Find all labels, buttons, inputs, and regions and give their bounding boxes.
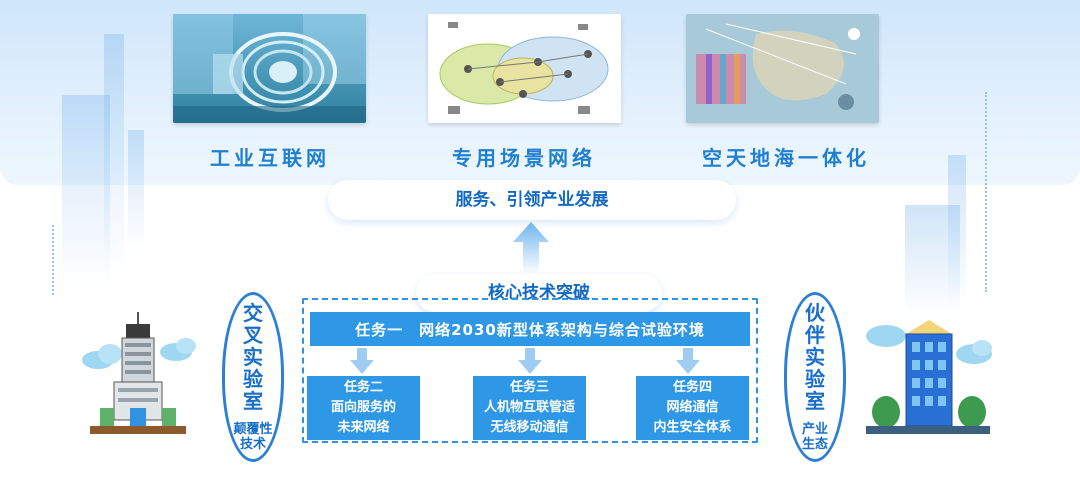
- task-two-line1: 面向服务的: [330, 400, 396, 415]
- down-arrow-icon: [518, 348, 542, 374]
- task-three-line2: 无线移动通信: [490, 420, 569, 435]
- partner-lab-char: 伴: [805, 323, 825, 347]
- bg-decor-bar: [128, 130, 144, 250]
- task-one-bar: 任务一 网络2030新型体系架构与综合试验环境: [310, 312, 750, 346]
- task-three-box: 任务三 人机物互联管适 无线移动通信: [473, 376, 586, 440]
- up-arrow-icon: [513, 222, 549, 274]
- partner-lab-oval: 伙 伴 实 验 室 产业 生态: [784, 292, 846, 462]
- task-one-label: 任务一 网络2030新型体系架构与综合试验环境: [355, 320, 705, 339]
- dedicated-scenario-network-image: [428, 14, 621, 123]
- cross-lab-char: 叉: [243, 323, 263, 347]
- task-three-line1: 人机物互联管适: [483, 400, 575, 415]
- cross-lab-char: 交: [243, 301, 263, 325]
- task-three-name: 任务三: [509, 380, 549, 395]
- bg-dotted-line: [52, 225, 54, 295]
- scene-title-industrial-internet: 工业互联网: [210, 146, 330, 170]
- partner-lab-char: 室: [805, 389, 825, 413]
- bg-decor-bar: [905, 205, 960, 315]
- cross-lab-char: 验: [243, 367, 263, 391]
- cross-lab-oval: 交 叉 实 验 室 颠覆性 技术: [222, 292, 284, 462]
- cross-lab-sub2: 技术: [239, 437, 266, 452]
- bg-decor-bar: [62, 95, 110, 285]
- task-four-line2: 内生安全体系: [653, 420, 732, 435]
- task-two-box: 任务二 面向服务的 未来网络: [307, 376, 420, 440]
- right-building-icon: [866, 320, 992, 434]
- partner-lab-char: 实: [805, 345, 825, 369]
- task-dashed-frame: [302, 298, 758, 443]
- scene-title-space-air-ground-sea: 空天地海一体化: [702, 146, 870, 170]
- cross-lab-char: 室: [243, 389, 263, 413]
- cross-lab-char: 实: [243, 345, 263, 369]
- core-tech-banner: 核心技术突破: [416, 274, 662, 312]
- bg-decor-bar: [104, 34, 124, 274]
- task-four-name: 任务四: [672, 380, 712, 395]
- left-building-icon: [82, 312, 196, 434]
- partner-lab-char: 伙: [805, 301, 825, 325]
- task-two-name: 任务二: [343, 380, 383, 395]
- bg-dotted-line: [985, 92, 987, 292]
- space-air-ground-sea-image: [686, 14, 879, 123]
- bg-decor-bar: [948, 155, 966, 305]
- down-arrow-icon: [350, 348, 374, 374]
- task-four-line1: 网络通信: [666, 400, 719, 415]
- down-arrow-icon: [676, 348, 700, 374]
- service-banner-label: 服务、引领产业发展: [455, 190, 609, 210]
- task-four-box: 任务四 网络通信 内生安全体系: [636, 376, 749, 440]
- service-banner: 服务、引领产业发展: [328, 180, 736, 220]
- scene-title-dedicated-network: 专用场景网络: [452, 146, 596, 170]
- industrial-internet-image: [173, 14, 366, 123]
- partner-lab-sub2: 生态: [801, 437, 828, 452]
- cross-lab-sub1: 颠覆性: [233, 422, 273, 437]
- partner-lab-char: 验: [805, 367, 825, 391]
- partner-lab-sub1: 产业: [801, 422, 828, 437]
- task-two-line2: 未来网络: [337, 420, 390, 435]
